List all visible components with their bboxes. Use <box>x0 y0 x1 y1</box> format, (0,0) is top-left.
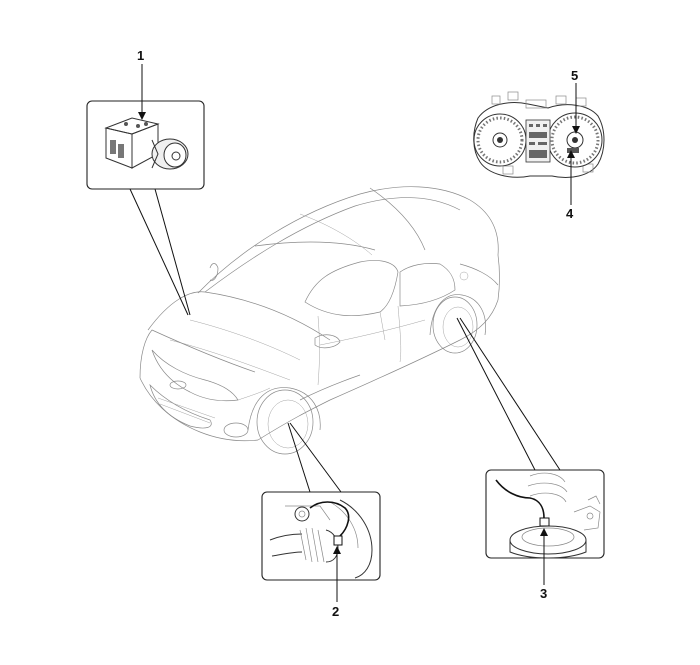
instrument-cluster <box>473 83 605 205</box>
callout-3: 3 <box>540 586 547 601</box>
callout-2: 2 <box>332 604 339 619</box>
front-wheel-sensor-inset <box>261 491 381 602</box>
callout-5: 5 <box>571 68 578 83</box>
abs-module-inset <box>86 64 205 190</box>
callout-numbers: 1 2 3 4 5 <box>137 48 578 619</box>
rear-wheel-sensor-inset <box>485 469 605 585</box>
leader-lines <box>129 188 561 493</box>
callout-1: 1 <box>137 48 144 63</box>
car-illustration <box>139 186 500 455</box>
callout-4: 4 <box>566 206 574 221</box>
